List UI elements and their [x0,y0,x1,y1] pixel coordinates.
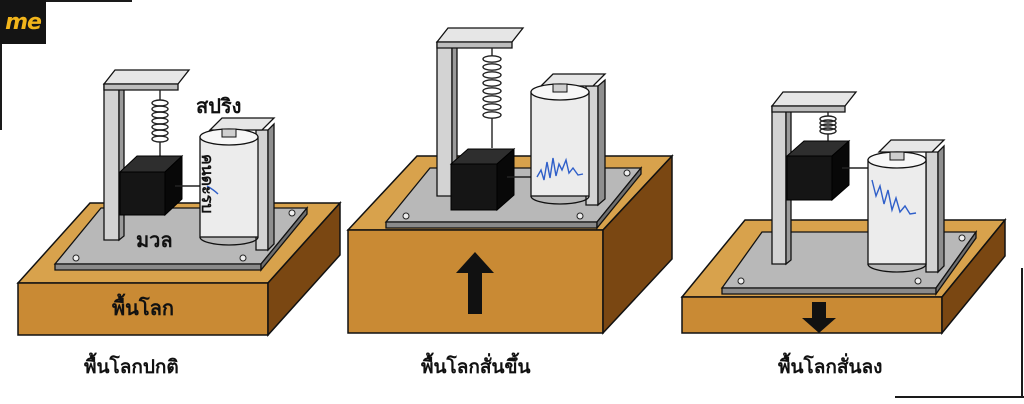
mass-block [118,154,184,217]
caption-shake-up: พื้นโลกสั่นขึ้น [421,356,531,378]
mass-label: มวล [136,228,173,252]
seismogram-trace [871,179,917,215]
drum-label: คนดะรบ [198,154,217,214]
brand-logo: me [0,0,46,44]
panel-normal [16,69,342,337]
arrow-up-icon [456,252,494,314]
spring [151,90,169,158]
ground-label: พื้นโลก [112,296,174,320]
ground-side [941,217,1006,336]
recording-drum [867,151,927,273]
mass-block [449,147,516,212]
frame-corner-top-left-vertical [0,44,2,130]
ground-side [602,154,673,335]
drum-frame [925,151,939,273]
spring [482,48,502,148]
spring-label: สปริง [196,94,242,118]
mass-frame [771,105,787,265]
frame-corner-bottom-right [895,396,1024,398]
mass-frame [103,83,120,241]
caption-normal: พื้นโลกปกติ [84,356,179,378]
seismogram-trace [536,157,584,181]
spring [819,112,837,142]
ground-side [267,201,341,337]
panel-shake-up [346,27,674,335]
arrow-down-icon [802,302,836,333]
mass-frame [436,41,453,197]
caption-shake-down: พื้นโลกสั่นลง [778,356,883,378]
frame-corner-bottom-right-vertical [1021,268,1023,398]
seismogram-trace [206,185,219,195]
frame-corner-top-left [46,0,132,2]
panel-shake-down [680,91,1007,336]
brand-logo-text: me [5,9,42,35]
recording-drum [530,83,590,205]
mass-block [785,139,851,202]
